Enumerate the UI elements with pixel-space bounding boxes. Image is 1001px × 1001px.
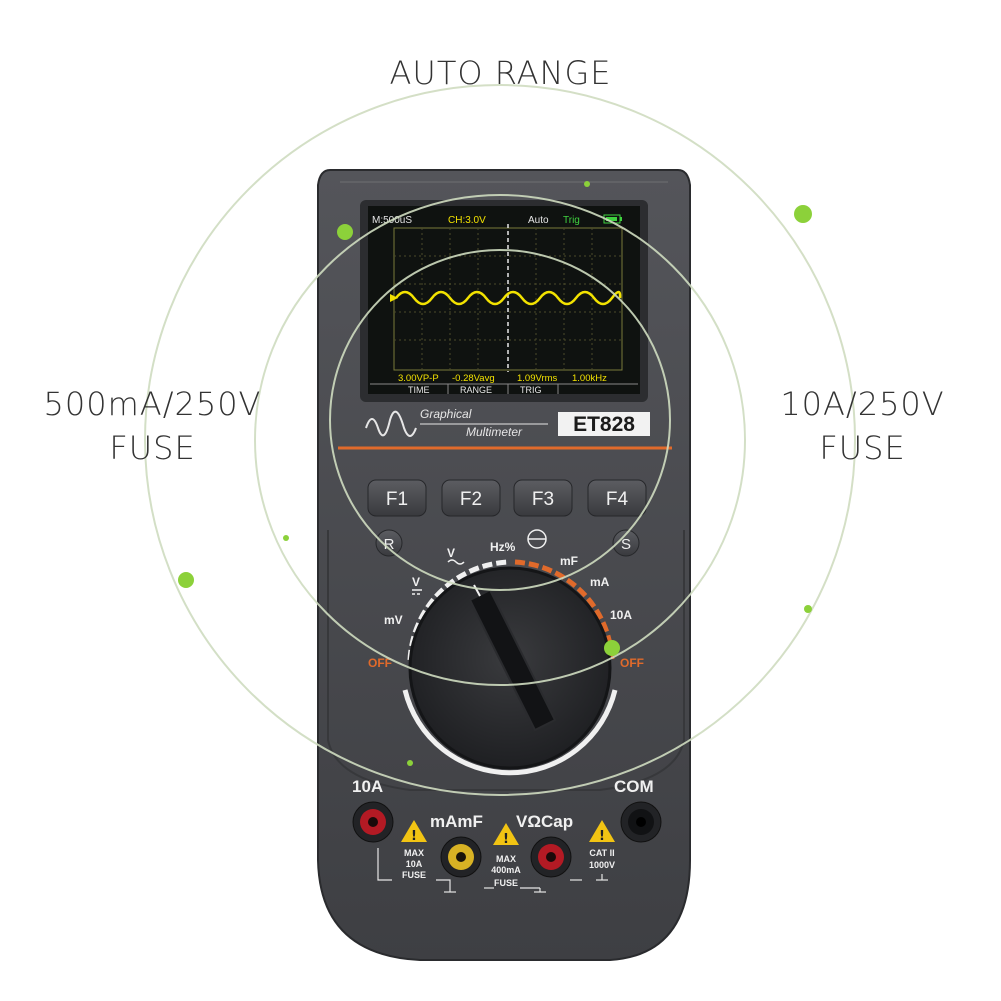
channel-readout: CH:3.0V [448,215,486,226]
trigger-readout: Trig [563,215,580,226]
model-badge [558,412,650,436]
dial-mf: mF [560,554,578,568]
jack-label-mamf: mAmF [430,812,483,831]
dial-off-right: OFF [620,656,644,670]
right-fuse-word: FUSE [819,429,906,467]
channel-marker-icon [390,294,398,302]
vrms-readout: 1.09Vrms [517,373,558,384]
vpp-readout: 3.00VP-P [398,373,439,384]
svg-text:!: ! [599,829,605,844]
jack-label-vocap: VΩCap [516,812,573,831]
freq-readout: 1.00kHz [572,373,607,384]
left-fuse-word: FUSE [109,429,196,467]
model-number: ET828 [573,413,635,436]
auto-range-text: AUTO RANGE [389,54,612,92]
f4-label: F4 [606,489,629,510]
note-10a: 10A [406,859,423,869]
auto-range-caption: AUTO RANGE [0,54,1001,92]
note-fuse-1: FUSE [402,870,426,880]
dc-line-icon [412,589,422,595]
f3-button[interactable] [513,479,573,517]
f3-label: F3 [532,489,554,510]
dial-off-left: OFF [368,656,392,670]
sine-waveform [395,290,622,306]
svg-text:!: ! [503,832,509,847]
svg-text:!: ! [411,829,417,844]
soft-key-time[interactable]: TIME [408,385,430,395]
r-button[interactable] [375,529,403,557]
soft-key-range[interactable]: RANGE [460,385,492,395]
jack-bracket-lines [377,848,582,889]
f4-button[interactable] [587,479,647,517]
brand-logo [365,410,417,437]
note-max-2: MAX [496,854,516,864]
jack-label-10a: 10A [352,777,383,796]
right-fuse-rating: 10A/250V [780,385,945,423]
diode-icon [527,529,547,549]
ring-dots [178,181,812,766]
dial-v-ac: V [447,546,455,560]
f1-label: F1 [386,489,408,510]
r-label: R [384,536,395,553]
logo-multimeter: Multimeter [466,425,523,439]
dial-hz: Hz% [490,540,516,554]
s-button[interactable] [612,529,640,557]
input-jacks [352,801,662,878]
left-fuse-caption: 500mA/250V FUSE [20,382,285,470]
note-max-1: MAX [404,848,424,858]
jack-label-com: COM [614,777,654,796]
f2-label: F2 [460,489,482,510]
dial-10a: 10A [610,608,632,622]
dial-ma: mA [590,575,610,589]
ground-icon [444,874,608,893]
vavg-readout: -0.28Vavg [452,373,495,384]
f1-button[interactable] [367,479,427,517]
note-fuse-2: FUSE [494,878,518,888]
function-buttons: F1 F2 F3 F4 [367,479,647,517]
soft-key-trig[interactable]: TRIG [520,385,542,395]
knob-pointer [473,584,481,597]
knob-grip [468,588,557,732]
dial-mv: mV [384,613,403,627]
left-fuse-rating: 500mA/250V [43,385,262,423]
mode-readout: Auto [528,215,549,226]
note-1000v: 1000V [589,860,615,870]
soft-key-bar: TIME RANGE TRIG [370,383,638,395]
logo-graphical: Graphical [420,407,472,421]
decorative-rings [144,84,856,796]
s-label: S [621,536,631,553]
note-400ma: 400mA [491,865,521,875]
right-fuse-caption: 10A/250V FUSE [740,382,985,470]
ac-wave-icon [447,559,465,565]
note-cat: CAT II [589,848,614,858]
f2-button[interactable] [441,479,501,517]
warning-icon: ! ! ! [401,820,615,847]
dial-v-dc: V [412,575,420,589]
